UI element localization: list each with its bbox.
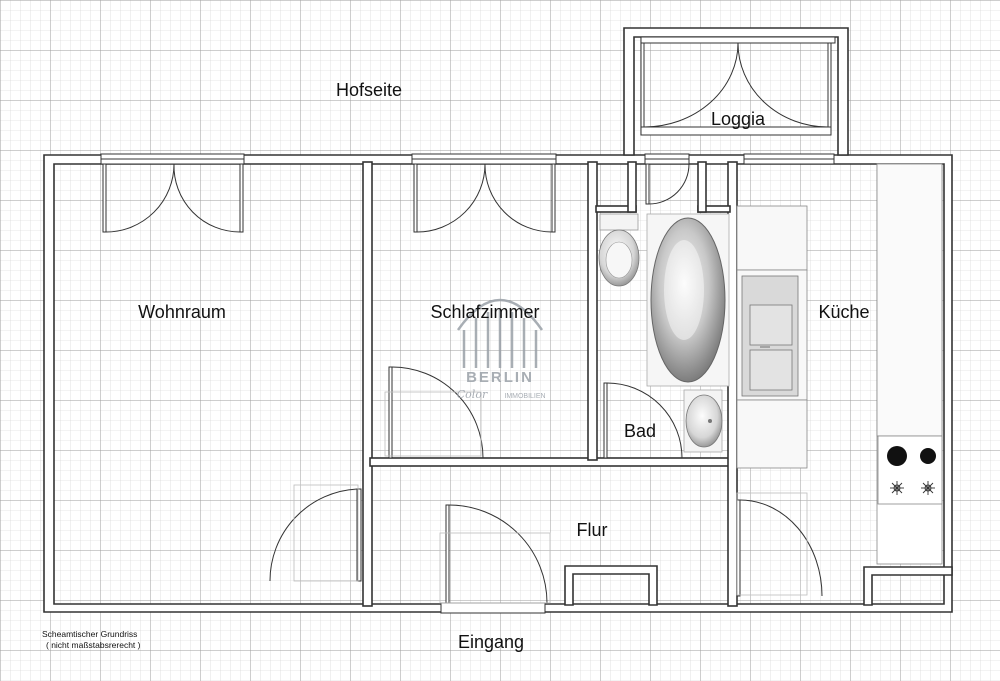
schlafzimmer-window-door: [413, 163, 556, 233]
kueche-door: [736, 492, 823, 597]
bad-door: [603, 382, 683, 459]
wohnraum-door: [269, 484, 362, 582]
stove: [877, 435, 943, 505]
walls: [43, 27, 953, 613]
entrance-door: [439, 504, 551, 604]
label-flur: Flur: [577, 520, 608, 540]
label-kueche: Küche: [818, 302, 869, 322]
watermark-sub: IMMOBILIEN: [504, 393, 545, 400]
watermark-logo: BERLIN Color IMMOBILIEN: [457, 298, 546, 401]
note-line-2: ( nicht maßstabsrerecht ): [46, 640, 141, 650]
bathtub: [646, 213, 730, 387]
windows: [100, 36, 836, 614]
label-eingang: Eingang: [458, 632, 524, 652]
watermark-script: Color: [457, 388, 488, 401]
watermark-city: BERLIN: [466, 369, 534, 386]
label-loggia: Loggia: [711, 109, 766, 129]
label-hofseite: Hofseite: [336, 80, 402, 100]
label-bad: Bad: [624, 421, 656, 441]
toilet: [598, 213, 640, 287]
washbasin: [683, 389, 723, 453]
label-schlafzimmer: Schlafzimmer: [430, 302, 539, 322]
doors: [102, 42, 832, 604]
schlafzimmer-door: [384, 366, 484, 459]
loggia-door: [640, 42, 832, 128]
wohnraum-window-door: [102, 163, 244, 233]
bad-window-door: [645, 163, 690, 205]
note-line-1: Scheamtischer Grundriss: [42, 629, 137, 639]
label-wohnraum: Wohnraum: [138, 302, 226, 322]
